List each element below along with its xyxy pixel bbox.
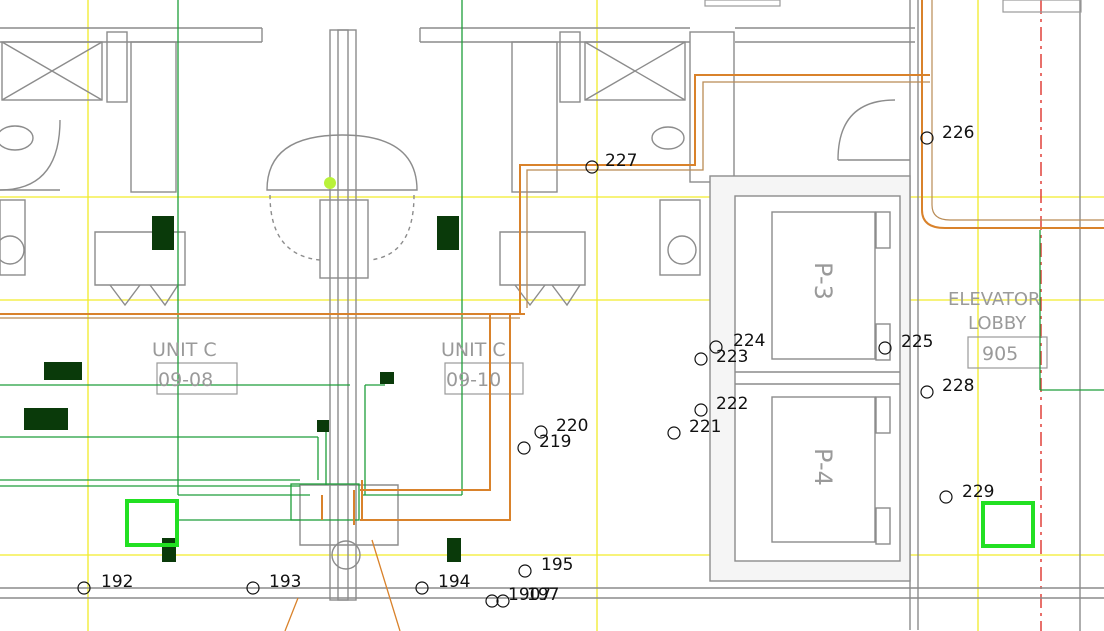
room-number-905: 905	[982, 343, 1018, 365]
room-name-unit-c-left: UNIT C	[152, 339, 217, 361]
callout-192: 192	[101, 572, 133, 592]
callout-marker	[939, 490, 953, 504]
callout-224: 224	[733, 331, 765, 351]
callout-marker	[517, 441, 531, 455]
callout-marker	[415, 581, 429, 595]
room-name-elevator-lobby-2: LOBBY	[968, 313, 1027, 334]
callout-1907: 1907	[508, 585, 551, 605]
callout-marker	[534, 425, 548, 439]
room-name-unit-c-right: UNIT C	[441, 339, 506, 361]
callout-marker	[709, 340, 723, 354]
callout-221: 221	[689, 417, 721, 437]
callout-220: 220	[556, 416, 588, 436]
callout-marker	[496, 594, 510, 608]
callout-194: 194	[438, 572, 470, 592]
callout-197: 197	[527, 585, 559, 605]
callout-marker	[694, 403, 708, 417]
callouts: 226 227 224 223 225 228 222 221 220 219 …	[77, 123, 994, 608]
elevator-label-p3: P-3	[809, 262, 837, 300]
callout-225: 225	[901, 332, 933, 352]
callout-193: 193	[269, 572, 301, 592]
callout-marker	[518, 564, 532, 578]
green-ductwork	[0, 0, 1104, 521]
elevator-shaft	[709, 175, 911, 582]
callout-219: 219	[539, 432, 571, 452]
room-number-boxes	[156, 0, 1082, 395]
callout-226: 226	[942, 123, 974, 143]
elevator-label-p4: P-4	[809, 448, 837, 486]
callout-223: 223	[716, 347, 748, 367]
callout-marker	[77, 581, 91, 595]
callout-marker	[585, 160, 599, 174]
callout-marker	[920, 385, 934, 399]
callout-marker	[694, 352, 708, 366]
callout-marker	[878, 341, 892, 355]
callout-marker	[485, 594, 499, 608]
callout-222: 222	[716, 394, 748, 414]
callout-227: 227	[605, 151, 637, 171]
equipment-tags	[24, 177, 1035, 562]
callout-marker	[246, 581, 260, 595]
callout-marker	[667, 426, 681, 440]
callout-228: 228	[942, 376, 974, 396]
callout-marker	[920, 131, 934, 145]
room-number-09-10: 09-10	[446, 369, 501, 391]
elevator-labels: P-3 P-4	[809, 262, 837, 486]
room-number-09-08: 09-08	[158, 369, 213, 391]
room-labels: UNIT C 09-08 UNIT C 09-10 ELEVATOR LOBBY…	[152, 289, 1041, 391]
callout-229: 229	[962, 482, 994, 502]
callout-195: 195	[541, 555, 573, 575]
room-name-elevator-lobby: ELEVATOR	[948, 289, 1041, 310]
